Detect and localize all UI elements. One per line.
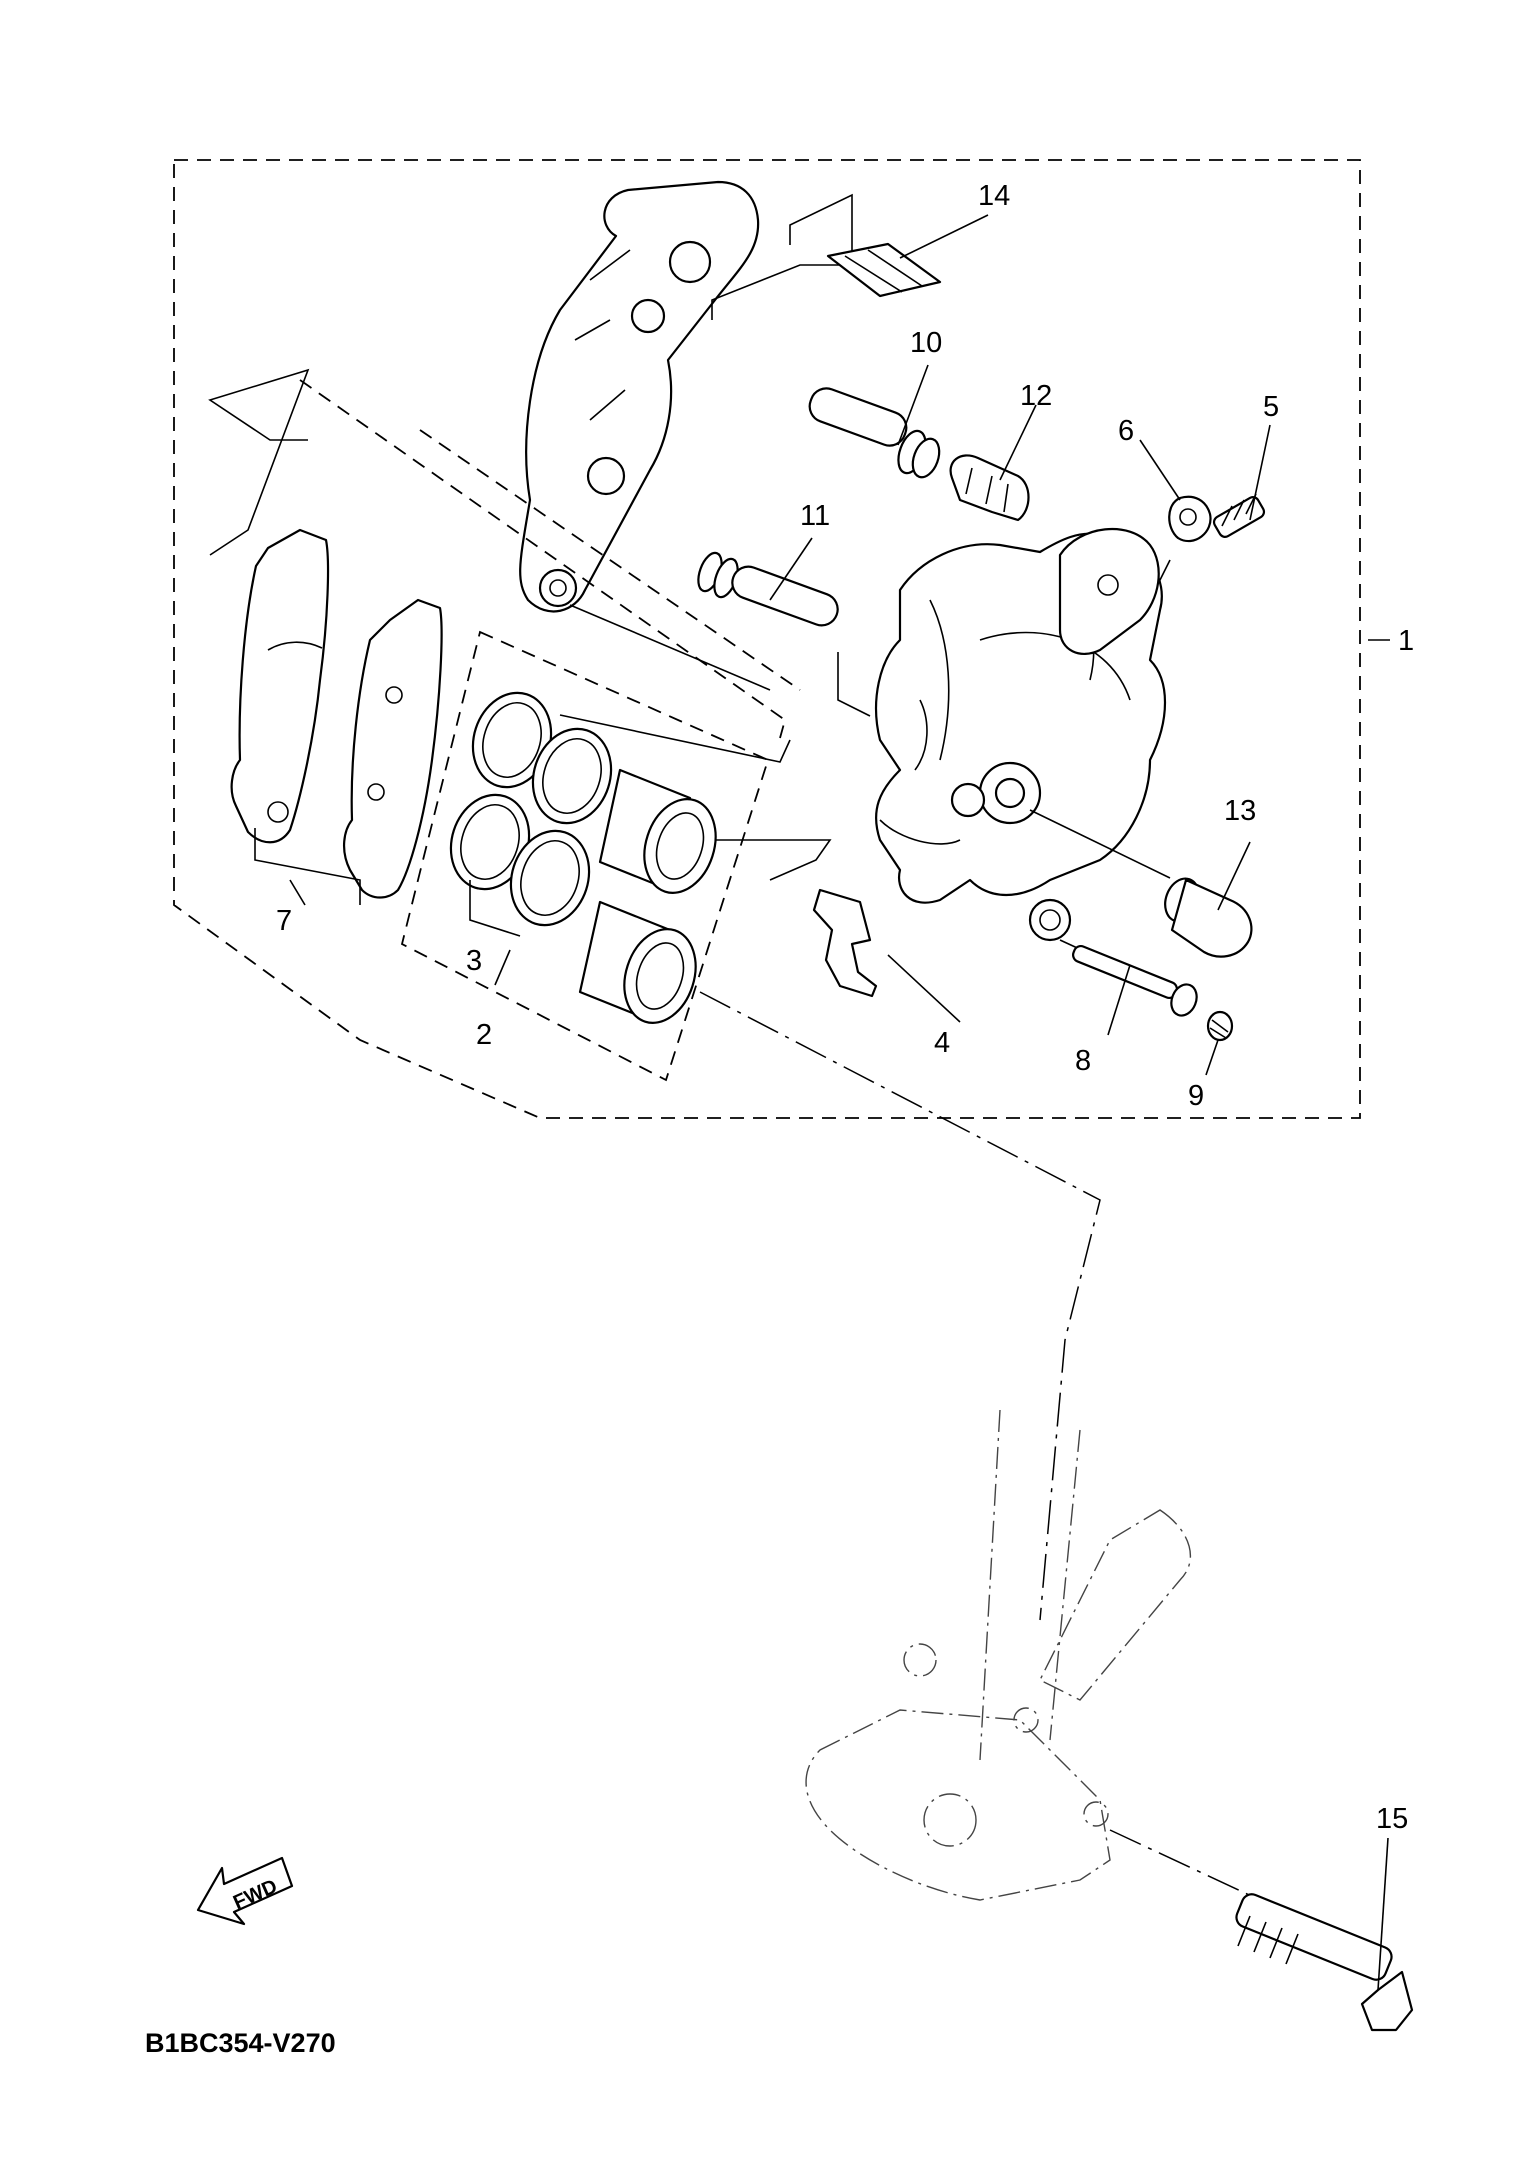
leader-lines	[289, 214, 1390, 1991]
brake-pads-7	[208, 368, 801, 905]
pad-spring	[711, 193, 942, 320]
callout-12: 12	[1020, 380, 1052, 412]
callout-6: 6	[1118, 415, 1134, 447]
bleed-screw-cap	[1168, 495, 1212, 543]
piston-seals-3	[449, 691, 613, 937]
boot-13	[1164, 877, 1253, 958]
fork-leg-reference	[805, 1409, 1261, 1901]
callout-4: 4	[934, 1027, 950, 1059]
callout-8: 8	[1075, 1045, 1091, 1077]
callout-13: 13	[1224, 795, 1256, 827]
callout-9: 9	[1188, 1080, 1204, 1112]
callout-1: 1	[1398, 625, 1414, 657]
bolt-15	[1235, 1893, 1414, 2032]
diagram-caption: B1BC354-V270	[145, 2028, 336, 2058]
pistons	[578, 768, 717, 1024]
boot-12	[949, 454, 1030, 522]
callout-11: 11	[800, 500, 830, 532]
callout-3: 3	[466, 945, 482, 977]
callout-7: 7	[276, 905, 292, 937]
caliper-bracket	[519, 180, 771, 691]
pin-10	[808, 387, 941, 479]
pad-support-4	[812, 888, 878, 998]
assembly-boundary	[173, 159, 1361, 1119]
pin-11	[697, 551, 871, 717]
callout-15: 15	[1376, 1803, 1408, 1835]
callout-2: 2	[476, 1019, 492, 1051]
pin-8	[1072, 944, 1198, 1017]
callout-5: 5	[1263, 391, 1279, 423]
caliper-body	[874, 527, 1166, 942]
subassembly-boundary-2	[400, 630, 770, 1082]
fwd-arrow-icon: FWD	[196, 1856, 294, 1926]
callout-10: 10	[910, 327, 942, 359]
callout-14: 14	[978, 180, 1010, 212]
plug-9	[1206, 1010, 1234, 1042]
